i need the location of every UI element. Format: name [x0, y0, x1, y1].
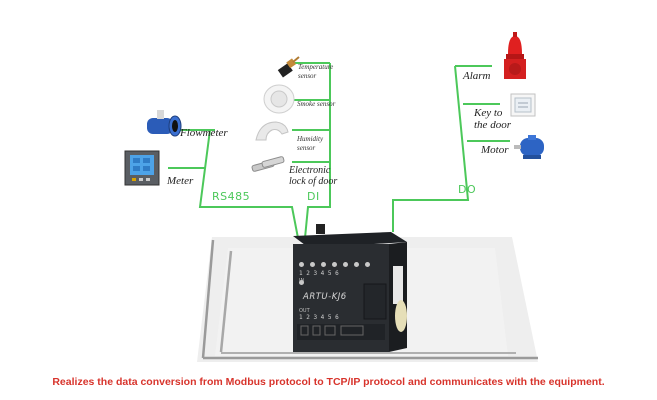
bus-label-rs485: RS485 [212, 190, 251, 203]
do-device-label-motor: Motor [481, 144, 509, 156]
do-device-label-alarm: Alarm [463, 70, 491, 82]
di-label-line1: Smoke sensor [297, 100, 336, 108]
device-in-numbers: 1 2 3 4 5 6 [299, 270, 339, 277]
device-out-label: OUT [299, 308, 310, 314]
humidity-sensor-icon [254, 120, 290, 142]
di-label-line1: Electronic [289, 165, 331, 176]
do-wire [392, 65, 470, 232]
di-label-line1: Humidity [297, 135, 324, 143]
di-label-line1: Temperature [298, 63, 334, 71]
di-device-label-lock: Electronic lock of door [289, 165, 337, 187]
device-model-label: ARTU-KJ6 [303, 292, 347, 302]
do-label-line2: the door [474, 119, 511, 131]
device-in-label: IN [299, 278, 305, 284]
rs485-device-label-flowmeter: Flowmeter [180, 127, 228, 139]
io-controller-device: 1 2 3 4 5 6 IN ARTU-KJ6 OUT 1 2 3 4 5 6 [289, 224, 409, 356]
power-meter-icon [124, 150, 160, 186]
di-device-label-temperature: Temperature sensor [298, 63, 333, 81]
di-wire [304, 63, 331, 239]
bus-label-di: DI [307, 190, 320, 203]
di-label-line2: lock of door [289, 176, 338, 187]
flowmeter-icon [143, 110, 183, 138]
platform-edge-left-inner [219, 250, 233, 353]
door-key-switch-icon [510, 93, 536, 117]
smoke-sensor-icon [262, 84, 296, 114]
door-lock-icon [250, 155, 288, 175]
platform-edge-left [201, 239, 215, 359]
bus-label-do: DO [458, 183, 477, 196]
motor-icon [514, 134, 548, 162]
alarm-siren-icon [500, 30, 530, 82]
rs485-device-label-meter: Meter [167, 175, 194, 187]
di-device-label-humidity: Humidity sensor [297, 135, 323, 153]
di-label-line2: sensor [297, 144, 316, 152]
diagram-caption: Realizes the data conversion from Modbus… [52, 376, 605, 388]
di-label-line2: sensor [298, 72, 317, 80]
do-label-line1: Alarm [463, 70, 491, 82]
top-terminal-row [299, 254, 385, 290]
do-device-label-key: Key to the door [474, 107, 511, 131]
temperature-sensor-icon [277, 56, 301, 80]
device-out-numbers: 1 2 3 4 5 6 [299, 314, 339, 321]
do-label-line1: Motor [481, 144, 509, 156]
rs485-wire [175, 129, 299, 239]
do-label-line1: Key to [474, 107, 503, 119]
di-device-label-smoke: Smoke sensor [297, 100, 335, 109]
